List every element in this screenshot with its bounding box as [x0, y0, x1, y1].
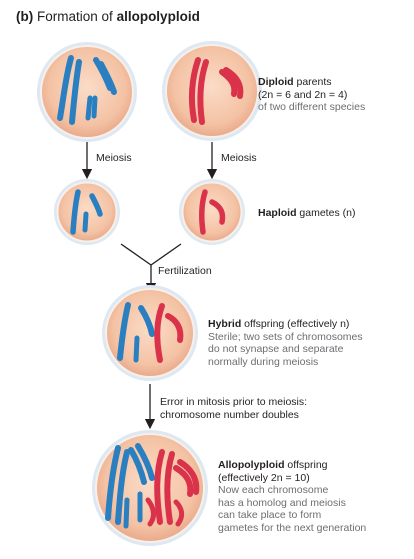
- allopolyploid-line-2: Now each chromosome: [218, 484, 329, 496]
- error-line-2: chromosome number doubles: [160, 408, 299, 421]
- haploid-gamete-a-cell: [54, 179, 120, 245]
- hybrid-label: Hybrid offspring (effectively n) Sterile…: [208, 318, 363, 368]
- allopolyploid-label-rest: offspring: [284, 459, 328, 471]
- allopolyploid-line-4: can take place to form: [218, 509, 322, 521]
- error-label: Error in mitosis prior to meiosis: chrom…: [160, 396, 307, 421]
- allopolyploid-line-1: (effectively 2n = 10): [218, 471, 310, 484]
- chromosomes-species-b: [188, 57, 244, 125]
- allopolyploid-label: Allopolyploid offspring (effectively 2n …: [218, 459, 366, 534]
- allopolyploid-cell: [92, 430, 208, 546]
- haploid-label: Haploid gametes (n): [258, 207, 355, 220]
- figure-title: (b) Formation of allopolyploid: [16, 9, 200, 24]
- hybrid-line-3: normally during meiosis: [208, 355, 319, 368]
- title-prefix: Formation of: [37, 9, 113, 24]
- meiosis-label-left: Meiosis: [96, 152, 132, 164]
- diploid-label-line3: of two different species: [258, 101, 366, 113]
- diploid-label-line2: (2n = 6 and 2n = 4): [258, 88, 348, 101]
- diploid-parent-a-cell: [37, 42, 137, 142]
- hybrid-label-bold: Hybrid: [208, 318, 242, 330]
- panel-letter: (b): [16, 9, 34, 24]
- haploid-gamete-b-cell: [179, 179, 245, 245]
- fertilization-connector: [120, 243, 182, 294]
- allopolyploid-line-3: has a homolog and meiosis: [218, 496, 346, 509]
- hybrid-line-1: Sterile; two sets of chromosomes: [208, 330, 363, 343]
- hybrid-cell: [102, 285, 198, 381]
- diploid-label: Diploid parents (2n = 6 and 2n = 4) of t…: [258, 76, 365, 114]
- haploid-label-rest: gametes (n): [296, 207, 356, 219]
- allopolyploid-line-5: gametes for the next generation: [218, 521, 367, 534]
- diploid-label-bold: Diploid: [258, 76, 294, 88]
- error-line-1: Error in mitosis prior to meiosis:: [160, 396, 308, 408]
- fertilization-label: Fertilization: [158, 265, 212, 277]
- title-bold: allopolyploid: [116, 9, 200, 24]
- chromosomes-species-a: [57, 55, 117, 125]
- diploid-label-rest: parents: [293, 76, 332, 88]
- allopolyploid-label-bold: Allopolyploid: [218, 459, 285, 471]
- hybrid-label-rest: offspring (effectively n): [241, 318, 350, 330]
- diploid-parent-b-cell: [162, 41, 262, 141]
- meiosis-label-right: Meiosis: [221, 152, 257, 164]
- haploid-label-bold: Haploid: [258, 207, 297, 219]
- hybrid-line-2: do not synapse and separate: [208, 343, 344, 355]
